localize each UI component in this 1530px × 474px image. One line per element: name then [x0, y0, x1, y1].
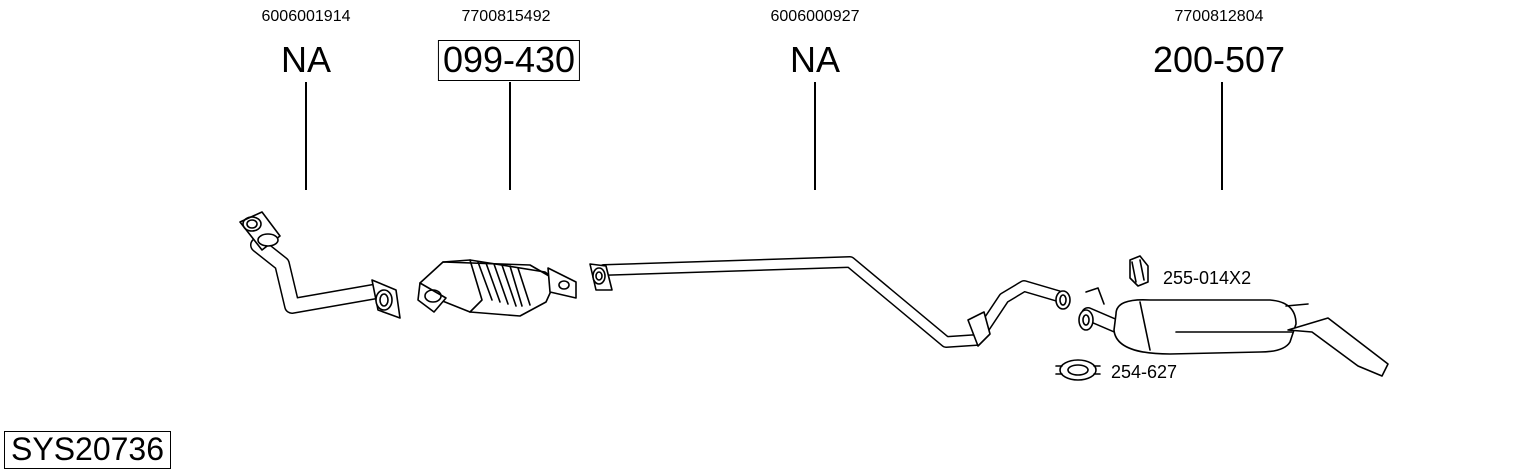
- oem-number-catalytic-converter: 7700815492: [461, 8, 551, 25]
- oem-number-front-pipe: 6006001914: [261, 8, 351, 25]
- front-pipe-drawing[interactable]: [239, 211, 401, 319]
- part-code-rear-silencer[interactable]: 200-507: [1152, 39, 1286, 80]
- leader-line-intermediate-pipe: [814, 82, 816, 190]
- catalytic-converter-drawing[interactable]: [417, 259, 577, 317]
- rubber-mount-drawing[interactable]: [1129, 255, 1149, 287]
- leader-line-front-pipe: [305, 82, 307, 190]
- clamp-drawing[interactable]: [1055, 359, 1101, 381]
- oem-number-rear-silencer: 7700812804: [1174, 8, 1264, 25]
- leader-line-rear-silencer: [1221, 82, 1223, 190]
- part-code-catalytic-converter[interactable]: 099-430: [437, 40, 581, 81]
- rear-silencer-drawing[interactable]: [1078, 287, 1389, 377]
- accessory-label-clamp[interactable]: 254-627: [1111, 362, 1178, 382]
- leader-line-catalytic-converter: [509, 82, 511, 190]
- oem-number-intermediate-pipe: 6006000927: [770, 8, 860, 25]
- part-code-intermediate-pipe[interactable]: NA: [789, 39, 841, 80]
- part-code-front-pipe[interactable]: NA: [280, 39, 332, 80]
- intermediate-pipe-drawing[interactable]: [589, 256, 1071, 348]
- system-id-label: SYS20736: [4, 431, 172, 470]
- accessory-label-rubber-mount[interactable]: 255-014X2: [1163, 268, 1252, 288]
